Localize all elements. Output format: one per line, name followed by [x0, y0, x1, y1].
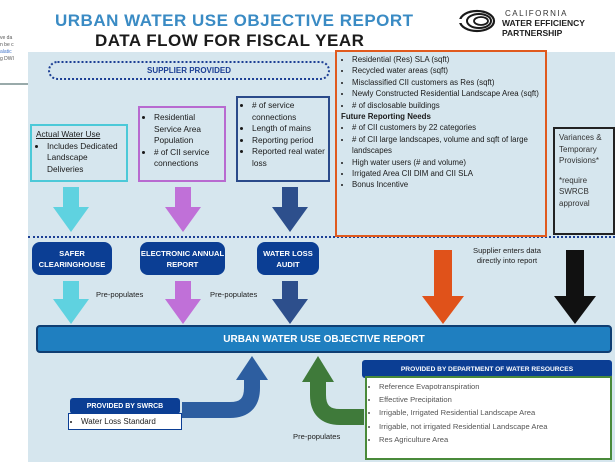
population-box: Residential Service Area Population # of…	[138, 106, 226, 182]
variances-text: SWRCB	[559, 187, 589, 196]
water-loss-data-box: # of service connections Length of mains…	[236, 96, 330, 182]
list-item: # of CII large landscapes, volume and sq…	[352, 134, 541, 157]
swirl-logo-icon	[458, 9, 496, 33]
supplier-direct-entry-box: Residential (Res) SLA (sqft) Recycled wa…	[335, 50, 547, 237]
cyan-arrow-lower-icon	[53, 281, 89, 324]
list-item: Residential (Res) SLA (sqft)	[352, 54, 541, 65]
section-divider	[28, 236, 615, 238]
black-arrow-icon	[554, 250, 596, 324]
list-item: Includes Dedicated Landscape Deliveries	[47, 141, 122, 176]
logo-text-partnership: PARTNERSHIP	[502, 28, 563, 38]
variances-text: Temporary	[559, 144, 597, 154]
swrcb-list: Water Loss Standard	[68, 413, 182, 430]
list-item: Water Loss Standard	[81, 417, 156, 426]
variances-text: Provisions*	[559, 156, 600, 165]
dwr-curved-arrow-icon	[302, 356, 364, 425]
safer-clearinghouse-tile: SAFER CLEARINGHOUSE	[32, 242, 112, 275]
variances-text: *require	[559, 175, 588, 185]
list-item: Reported real water loss	[252, 146, 325, 169]
list-item: Residential Service Area Population	[154, 112, 221, 147]
electronic-annual-report-tile: ELECTRONIC ANNUAL REPORT	[140, 242, 225, 275]
list-item: Irrigable, not irrigated Residential Lan…	[379, 420, 606, 433]
swrcb-curved-arrow-icon	[182, 356, 268, 418]
supplier-provided-label: SUPPLIER PROVIDED	[48, 61, 330, 80]
navy-arrow-icon	[272, 187, 308, 232]
list-item: Length of mains	[252, 123, 325, 135]
water-loss-audit-tile: WATER LOSS AUDIT	[257, 242, 319, 275]
prepopulates-label: Pre-populates	[293, 432, 341, 441]
cyan-arrow-icon	[53, 187, 89, 232]
list-item: Bonus Incentive	[352, 179, 541, 190]
variances-text: approval	[559, 198, 590, 208]
actual-water-use-box: Actual Water Use Includes Dedicated Land…	[30, 124, 128, 182]
supplier-enters-label: Supplier enters data directly into repor…	[473, 246, 541, 265]
purple-arrow-lower-icon	[165, 281, 201, 324]
list-item: Irrigated Area CII DIM and CII SLA	[352, 168, 541, 179]
list-item: Reporting period	[252, 135, 325, 147]
diagram-subtitle: DATA FLOW FOR FISCAL YEAR	[95, 31, 365, 50]
list-item: Reference Evapotranspiration	[379, 380, 606, 393]
actual-water-use-heading: Actual Water Use	[36, 129, 101, 139]
cropped-text-line: alatic	[0, 49, 12, 55]
left-cropped-panel: ve da n be c alatic g DWI	[0, 0, 28, 462]
dwr-header: PROVIDED BY DEPARTMENT OF WATER RESOURCE…	[362, 360, 612, 378]
list-item: # of CII service connections	[154, 147, 221, 170]
diagram-title: URBAN WATER USE OBJECTIVE REPORT	[55, 11, 414, 30]
list-item: Newly Constructed Residential Landscape …	[352, 88, 541, 99]
swrcb-header: PROVIDED BY SWRCB	[70, 398, 180, 414]
prepopulates-label: Pre-populates	[210, 290, 258, 299]
logo-text-california: CALIFORNIA	[505, 9, 569, 18]
list-item: # of disclosable buildings	[352, 100, 541, 111]
list-item: Irrigable, Irrigated Residential Landsca…	[379, 406, 606, 419]
list-item: # of CII customers by 22 categories	[352, 122, 541, 133]
future-reporting-heading: Future Reporting Needs	[341, 112, 431, 122]
urban-water-use-objective-report-bar: URBAN WATER USE OBJECTIVE REPORT	[36, 325, 612, 353]
list-item: High water users (# and volume)	[352, 157, 541, 168]
logo-text-water-efficiency: WATER EFFICIENCY	[502, 18, 585, 28]
prepopulates-label: Pre-populates	[96, 290, 144, 299]
list-item: Effective Precipitation	[379, 393, 606, 406]
cropped-text-line: n be c	[0, 42, 14, 48]
cropped-divider	[0, 83, 28, 85]
list-item: Recycled water areas (sqft)	[352, 65, 541, 76]
list-item: Res Agriculture Area	[379, 433, 606, 446]
cropped-text-line: ve da	[0, 35, 13, 41]
variances-text: Variances &	[559, 133, 602, 142]
list-item: # of service connections	[252, 100, 325, 123]
variances-box: Variances & Temporary Provisions* *requi…	[553, 127, 615, 235]
list-item: Misclassified CII customers as Res (sqft…	[352, 77, 541, 88]
navy-arrow-lower-icon	[272, 281, 308, 324]
purple-arrow-icon	[165, 187, 201, 232]
dwr-list: Reference Evapotranspiration Effective P…	[365, 376, 612, 460]
orange-arrow-icon	[422, 250, 464, 324]
cropped-text-line: g DWI	[0, 56, 14, 62]
